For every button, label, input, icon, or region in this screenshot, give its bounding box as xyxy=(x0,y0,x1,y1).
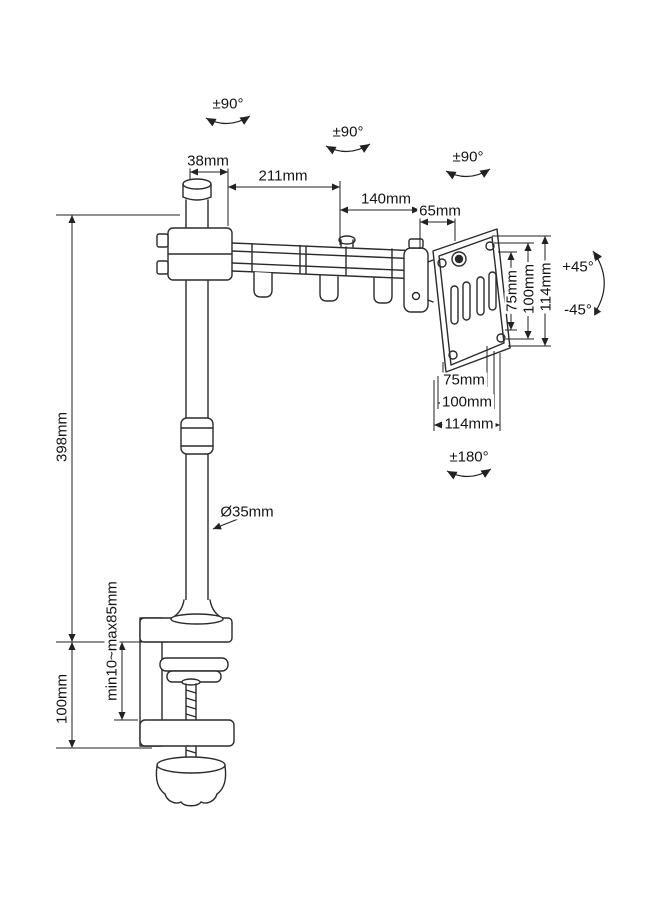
rotate-arrow-mid xyxy=(325,143,371,155)
pole-collar xyxy=(180,417,214,455)
label-pole-height: 398mm xyxy=(53,409,71,465)
rotate-arrow-head xyxy=(445,168,491,180)
rotation-arrows xyxy=(205,115,605,480)
label-vesa-h-114: 114mm xyxy=(442,415,496,433)
arm-bolt xyxy=(338,235,356,245)
label-vesa-v-100: 100mm xyxy=(520,261,538,317)
cable-clip xyxy=(253,271,273,298)
vesa-joint xyxy=(403,238,434,313)
label-clamp-range: min10~max85mm xyxy=(103,579,121,703)
vesa-plate xyxy=(432,228,511,373)
label-vesa-h-75: 75mm xyxy=(441,371,487,389)
label-clamp-height: 100mm xyxy=(53,671,71,727)
vesa-hole xyxy=(485,241,495,251)
label-pole-diameter: Ø35mm xyxy=(218,503,276,521)
arm xyxy=(231,235,421,304)
desk-clamp xyxy=(139,599,235,807)
cable-clip xyxy=(373,277,393,304)
rotate-arrow-180 xyxy=(446,468,492,480)
label-vesa-v-114: 114mm xyxy=(537,260,555,314)
vesa-slot xyxy=(488,271,497,311)
label-head-65mm: 65mm xyxy=(417,202,463,220)
label-tilt-down: -45° xyxy=(562,301,594,319)
clamp-pad xyxy=(159,657,229,672)
vesa-slot xyxy=(450,285,459,325)
label-swivel-mid: ±90° xyxy=(330,123,366,141)
label-arm-211mm: 211mm xyxy=(256,167,310,185)
vesa-slot xyxy=(462,281,471,321)
label-vesa-v-75: 75mm xyxy=(503,268,521,314)
vesa-slot xyxy=(476,276,485,316)
clamp-knob xyxy=(155,756,227,807)
label-vesa-h-100: 100mm xyxy=(439,393,495,411)
arm-bracket xyxy=(156,227,233,281)
label-swivel-pole: ±90° xyxy=(210,95,246,113)
label-arm-140mm: 140mm xyxy=(358,190,414,208)
label-offset-38mm: 38mm xyxy=(185,152,231,170)
vesa-hole xyxy=(496,333,506,343)
pole-base-flange xyxy=(170,599,224,625)
vesa-hole xyxy=(448,350,458,360)
tilt-arrow-45 xyxy=(591,250,605,318)
cable-clip xyxy=(319,275,339,302)
rotate-arrow-pole xyxy=(205,115,251,127)
vesa-hole xyxy=(437,258,447,268)
label-swivel-head: ±90° xyxy=(450,148,486,166)
label-tilt-up: +45° xyxy=(560,258,596,276)
label-rotate-180: ±180° xyxy=(447,448,491,466)
